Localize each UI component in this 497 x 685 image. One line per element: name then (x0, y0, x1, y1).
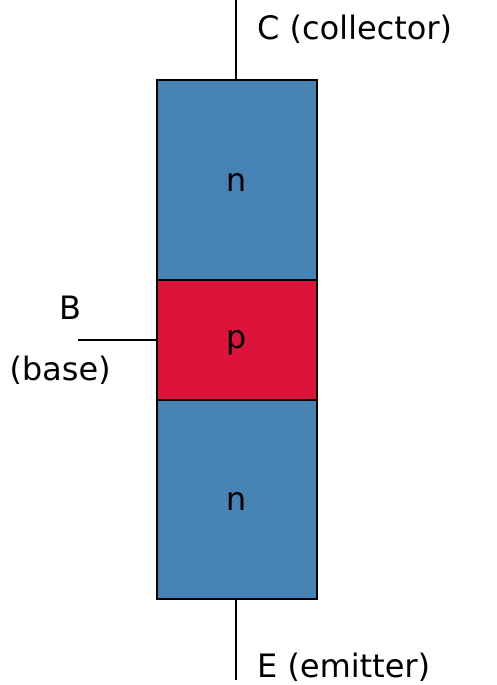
base-terminal-letter: B (59, 289, 81, 327)
collector-n-layer (156, 79, 318, 281)
emitter-n-layer (156, 399, 318, 600)
base-terminal-name: (base) (9, 350, 110, 388)
collector-layer-label: n (226, 161, 246, 199)
collector-terminal-label: C (collector) (257, 9, 452, 47)
emitter-layer-label: n (226, 480, 246, 518)
base-layer-label: p (226, 318, 246, 356)
base-p-layer (156, 279, 318, 401)
emitter-terminal-label: E (emitter) (257, 647, 430, 685)
